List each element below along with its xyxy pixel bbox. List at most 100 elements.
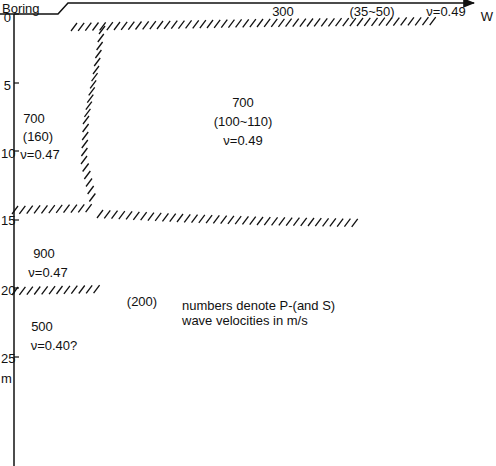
boundary-hatch (126, 211, 132, 219)
boundary-hatch (64, 286, 70, 294)
boundary-hatch (193, 20, 199, 28)
boundary-hatch (344, 219, 350, 227)
boundary-hatch (104, 210, 110, 218)
boundary-hatch (85, 23, 91, 31)
velocity-label: 300 (272, 4, 294, 19)
boundary-hatch (41, 205, 47, 213)
boundary-hatch (94, 285, 100, 293)
boundary-hatch (186, 20, 192, 28)
boundary-hatch (264, 19, 270, 27)
boundary-hatch (34, 205, 40, 213)
boundary-hatch (94, 58, 100, 66)
boundary-hatch (350, 18, 356, 26)
boundary-hatch (271, 19, 277, 27)
boundary-hatch (87, 95, 93, 103)
boundary-hatch (314, 18, 320, 26)
poisson-ratio: ν=0.47 (28, 265, 67, 280)
boundary-hatch (307, 19, 313, 27)
boundary-hatch (206, 215, 212, 223)
velocity-label: (200) (127, 294, 157, 309)
ground-surface (0, 3, 474, 14)
boundary-hatch (257, 19, 263, 27)
boundary-hatch (49, 205, 55, 213)
boundary-hatch (112, 211, 118, 219)
boundary-hatch (81, 148, 87, 156)
boundary-hatch (337, 219, 343, 227)
boundary-hatch (121, 22, 127, 30)
poisson-ratio: ν=0.49 (426, 4, 465, 19)
boundary-hatch (162, 213, 168, 221)
boundary-hatch (83, 116, 89, 124)
boundary-hatch (88, 186, 94, 194)
boundary-hatch (300, 19, 306, 27)
boundary-hatch (95, 50, 101, 58)
velocity-label: (160) (23, 129, 53, 144)
boundary-hatch (19, 206, 25, 214)
boundary-hatch (213, 215, 219, 223)
boundary-hatch (330, 218, 336, 226)
boundary-hatch (272, 217, 278, 225)
depth-axis (13, 14, 15, 466)
boundary-hatch (323, 218, 329, 226)
boundary-hatch (336, 18, 342, 26)
boundary-hatch (86, 179, 92, 187)
boundary-hatch (57, 286, 63, 294)
depth-unit: m (1, 371, 12, 386)
velocity-label: 900 (33, 246, 55, 261)
depth-tick: 15 (1, 213, 15, 228)
boundary-hatch (119, 211, 125, 219)
boundary-hatch (81, 156, 87, 164)
boundary-hatch (27, 206, 33, 214)
direction-label: W (481, 9, 493, 24)
boundary-hatch (214, 20, 220, 28)
boundary-hatch (89, 87, 95, 95)
boundary-hatch (27, 287, 33, 295)
boundary-hatch (97, 210, 103, 218)
boundary-hatch (83, 124, 89, 132)
boundary-hatch (133, 212, 139, 220)
boundary-hatch (178, 21, 184, 29)
velocity-label: 700 (232, 95, 254, 110)
boundary-hatch (328, 18, 334, 26)
boundary-hatch (148, 213, 154, 221)
boundary-hatch (379, 18, 385, 26)
boundary-hatch (164, 21, 170, 29)
boundary-hatch (221, 216, 227, 224)
depth-tick: 5 (4, 78, 11, 93)
boundary-hatch (78, 204, 84, 212)
boundary-hatch (250, 19, 256, 27)
depth-tick: 25 (1, 351, 15, 366)
boundary-hatch (82, 132, 88, 140)
boundary-hatch (78, 23, 84, 31)
boundary-hatch (90, 80, 96, 88)
boundary-hatch (250, 217, 256, 225)
velocity-label: (100~110) (214, 114, 273, 129)
boundary-hatch (228, 20, 234, 28)
boundary-hatch (177, 214, 183, 222)
boundary-hatch (93, 23, 99, 31)
boundary-hatch (82, 140, 88, 148)
boundary-hatch (143, 21, 149, 29)
boundary-hatch (92, 73, 98, 81)
boundary-hatch (71, 23, 77, 31)
boundary-hatch (221, 20, 227, 28)
poisson-ratio: ν=0.40? (31, 338, 78, 353)
boundary-hatch (170, 214, 176, 222)
boundary-hatch (301, 218, 307, 226)
boundary-hatch (393, 18, 399, 26)
boundary-hatch (84, 171, 90, 179)
boundary-hatch (86, 285, 92, 293)
boundary-hatch (192, 215, 198, 223)
boundary-hatch (99, 26, 105, 34)
depth-tick: 20 (1, 283, 15, 298)
depth-tick-mark (14, 82, 19, 83)
boundary-hatch (235, 216, 241, 224)
boundary-hatch (157, 21, 163, 29)
boundary-hatch (293, 218, 299, 226)
boundary-hatch (56, 205, 62, 213)
boundary-hatch (408, 17, 414, 25)
boundary-hatch (236, 19, 242, 27)
boundary-hatch (286, 19, 292, 27)
